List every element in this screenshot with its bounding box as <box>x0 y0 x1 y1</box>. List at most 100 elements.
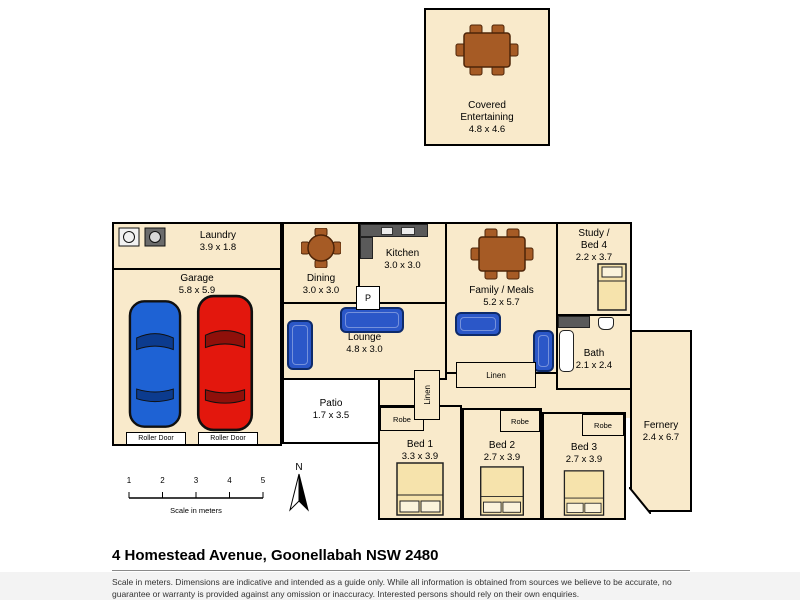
kitchen-label: Kitchen 3.0 x 3.0 <box>360 248 445 272</box>
bed2-icon <box>480 466 524 516</box>
study-bed4-label: Study / Bed 4 2.2 x 3.7 <box>558 228 630 264</box>
family-sofa-icon <box>455 312 501 336</box>
patio-dims: 1.7 x 3.5 <box>312 410 350 422</box>
single-bed-icon <box>597 263 627 311</box>
covered-entertaining-dims: 4.8 x 4.6 <box>468 124 506 136</box>
bed3-dims: 2.7 x 3.9 <box>565 454 603 466</box>
roller-door-2-label: Roller Door <box>210 435 246 442</box>
laundry-dims: 3.9 x 1.8 <box>199 242 237 254</box>
scale-bar: 1 2 3 4 5 Scale in meters <box>126 476 266 515</box>
scale-tick-5: 5 <box>260 476 266 485</box>
lounge-name: Lounge <box>347 332 382 343</box>
outdoor-table-icon <box>455 24 519 76</box>
disclaimer: Scale in meters. Dimensions are indicati… <box>112 577 672 600</box>
page-title: 4 Homestead Avenue, Goonellabah NSW 2480 <box>112 547 439 564</box>
room-garage: Garage 5.8 x 5.9 Roller Door Roller Door <box>112 268 282 446</box>
lounge-sofa-2-icon <box>287 320 313 370</box>
scale-line-icon <box>128 492 264 499</box>
lounge-label: Lounge 4.8 x 3.0 <box>284 304 445 356</box>
linen-horizontal-label: Linen <box>486 370 506 380</box>
roller-door-1-label: Roller Door <box>138 435 174 442</box>
fernery-corner-cut <box>629 487 651 514</box>
bed3-name: Bed 3 <box>570 442 598 453</box>
lounge-sofa-icon <box>340 307 404 333</box>
lounge-dims: 4.8 x 3.0 <box>346 344 383 356</box>
sink-icon <box>401 227 415 235</box>
car-icon-blue <box>128 300 182 428</box>
robe-3: Robe <box>582 414 624 436</box>
bed2-dims: 2.7 x 3.9 <box>483 452 521 464</box>
room-patio: Patio 1.7 x 3.5 <box>282 378 380 444</box>
linen-vertical-label: Linen <box>422 385 432 405</box>
pantry-label: P <box>364 293 371 303</box>
covered-entertaining-label: Covered Entertaining 4.8 x 4.6 <box>426 100 548 136</box>
stove-icon <box>381 227 393 235</box>
pantry: P <box>356 286 380 310</box>
kitchen-name: Kitchen <box>385 248 420 259</box>
north-arrow: N <box>284 462 314 518</box>
garage-label: Garage 5.8 x 5.9 <box>114 273 280 297</box>
bed3-label: Bed 3 2.7 x 3.9 <box>544 442 624 466</box>
dining-label: Dining 3.0 x 3.0 <box>284 273 358 297</box>
bathtub-icon <box>559 330 574 372</box>
north-label: N <box>295 462 303 473</box>
room-fernery: Fernery 2.4 x 6.7 <box>630 330 692 512</box>
scale-tick-1: 1 <box>126 476 132 485</box>
family-meals-dims: 5.2 x 5.7 <box>483 297 520 309</box>
toilet-icon <box>598 317 614 330</box>
family-meals-name: Family / Meals <box>469 285 534 296</box>
study-bed4-dims: 2.2 x 3.7 <box>575 252 613 264</box>
dining-table-icon <box>300 227 342 269</box>
room-study-bed4: Study / Bed 4 2.2 x 3.7 <box>556 222 632 316</box>
laundry-tub-icon <box>118 227 140 247</box>
bed3-icon <box>563 470 605 516</box>
bed2-label: Bed 2 2.7 x 3.9 <box>464 440 540 464</box>
bath-label: Bath 2.1 x 2.4 <box>558 348 630 372</box>
room-bed3: Robe Bed 3 2.7 x 3.9 <box>542 412 626 520</box>
scale-tick-labels: 1 2 3 4 5 <box>126 476 266 486</box>
bath-name: Bath <box>583 348 605 359</box>
roller-door-2: Roller Door <box>198 432 258 445</box>
dining-name: Dining <box>306 273 336 284</box>
robe-2: Robe <box>500 410 540 432</box>
room-family-meals: Family / Meals 5.2 x 5.7 <box>445 222 558 374</box>
patio-label: Patio 1.7 x 3.5 <box>284 380 378 422</box>
room-covered-entertaining: Covered Entertaining 4.8 x 4.6 <box>424 8 550 146</box>
dining-dims: 3.0 x 3.0 <box>302 285 340 297</box>
kitchen-dims: 3.0 x 3.0 <box>384 260 421 272</box>
bath-vanity <box>558 316 590 328</box>
study-bed4-name: Study / Bed 4 <box>578 228 610 252</box>
room-dining: Dining 3.0 x 3.0 <box>282 222 360 304</box>
scale-tick-4: 4 <box>227 476 232 485</box>
family-table-icon <box>469 228 534 280</box>
laundry-name: Laundry <box>199 230 237 241</box>
north-needle-icon <box>289 473 309 512</box>
scale-tick-2: 2 <box>160 476 165 485</box>
bed1-icon <box>396 462 444 516</box>
room-lounge: Lounge 4.8 x 3.0 <box>282 302 447 380</box>
robe-3-label: Robe <box>594 420 612 430</box>
patio-name: Patio <box>319 398 343 409</box>
room-bed1: Robe Bed 1 3.3 x 3.9 <box>378 405 462 520</box>
linen-horizontal: Linen <box>456 362 536 388</box>
bed2-name: Bed 2 <box>488 440 516 451</box>
room-bath: Bath 2.1 x 2.4 <box>556 314 632 390</box>
garage-name: Garage <box>180 273 214 284</box>
bed1-dims: 3.3 x 3.9 <box>401 451 439 463</box>
footer-divider <box>112 570 690 571</box>
family-meals-label: Family / Meals 5.2 x 5.7 <box>447 285 556 309</box>
scale-caption: Scale in meters <box>170 506 222 515</box>
robe-1-label: Robe <box>393 414 411 424</box>
scale-tick-3: 3 <box>193 476 199 485</box>
family-sofa-2-icon <box>533 330 554 372</box>
linen-vertical: Linen <box>414 370 440 420</box>
roller-door-1: Roller Door <box>126 432 186 445</box>
room-laundry: Laundry 3.9 x 1.8 <box>112 222 282 270</box>
washing-machine-icon <box>144 227 166 247</box>
fridge-icon <box>360 237 373 259</box>
bath-dims: 2.1 x 2.4 <box>575 360 613 372</box>
fernery-name: Fernery <box>643 420 679 431</box>
bed1-name: Bed 1 <box>406 439 434 450</box>
fernery-label: Fernery 2.4 x 6.7 <box>632 332 690 444</box>
